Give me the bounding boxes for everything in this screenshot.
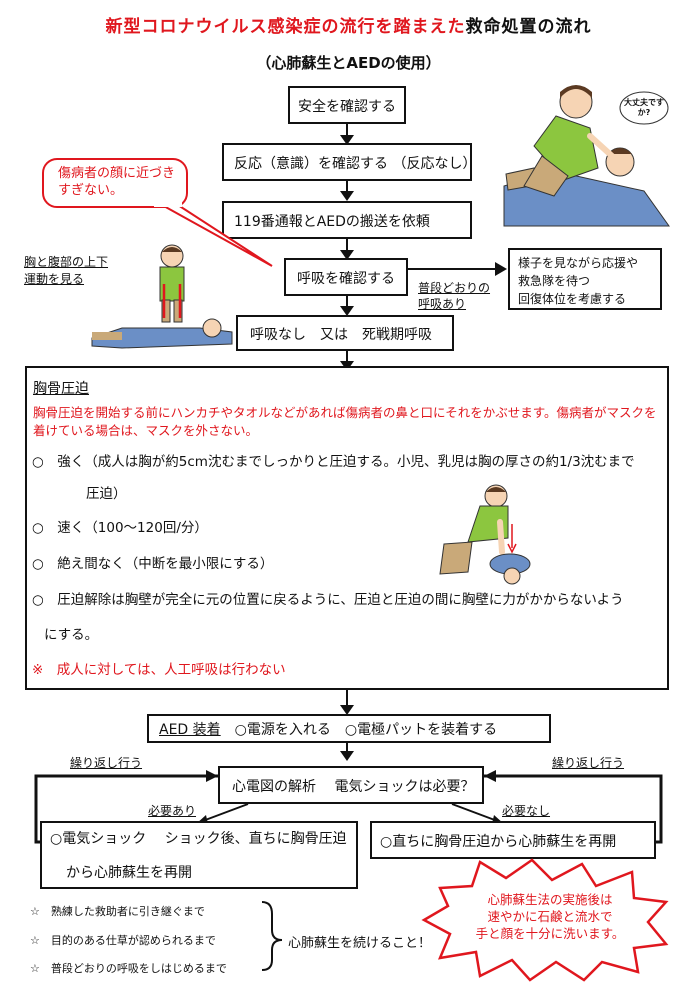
branch-line xyxy=(408,268,500,270)
branch-arrowhead xyxy=(495,262,507,276)
chest-item-4: ○ 圧迫解除は胸壁が完全に元の位置に戻るように、圧迫と圧迫の間に胸壁に力がかから… xyxy=(32,592,624,608)
condition-2: ☆ 目的のある仕草が認められるまで xyxy=(30,934,216,947)
normal-breathing-line-2: 救急隊を待つ xyxy=(518,274,591,288)
connector-7 xyxy=(346,741,348,753)
call-text: 119番通報とAEDの搬送を依頼 xyxy=(234,214,430,230)
condition-1: ☆ 熟練した救助者に引き継ぐまで xyxy=(30,905,205,918)
arrow-2 xyxy=(340,191,354,201)
analysis-box: 心電図の解析 電気ショックは必要？ xyxy=(218,766,484,804)
chest-compression-box xyxy=(25,366,669,690)
no-shock-box: ○直ちに胸骨圧迫から心肺蘇生を再開 xyxy=(370,821,656,859)
title-red-part: 新型コロナウイルス感染症の流行を踏まえた xyxy=(105,17,466,37)
response-box: 反応（意識）を確認する （反応なし） xyxy=(222,143,476,181)
response-check-illustration xyxy=(503,85,670,227)
page-title: 新型コロナウイルス感染症の流行を踏まえた救命処置の流れ xyxy=(0,12,697,37)
analysis-text: 心電図の解析 電気ショックは必要？ xyxy=(232,779,475,795)
chest-item-3: ○ 絶え間なく（中断を最小限にする） xyxy=(32,556,274,572)
breathing-text: 呼吸を確認する xyxy=(297,271,395,287)
shock-box: ○電気ショック ショック後、直ちに胸骨圧迫 から心肺蘇生を再開 xyxy=(40,821,358,889)
no-breathing-text: 呼吸なし 又は 死戦期呼吸 xyxy=(250,327,432,343)
connector-4 xyxy=(346,296,348,308)
title-black-part: 救命処置の流れ xyxy=(465,17,592,37)
call-box: 119番通報とAEDの搬送を依頼 xyxy=(222,201,472,239)
starburst-line-1: 心肺蘇生法の実施後は xyxy=(487,892,613,907)
no-breathing-box: 呼吸なし 又は 死戦期呼吸 xyxy=(236,315,454,351)
aed-label: AED 装着 xyxy=(159,722,221,738)
connector-2 xyxy=(346,180,348,193)
arrow-4 xyxy=(340,306,354,316)
starburst-line-3: 手と顔を十分に洗います。 xyxy=(475,925,625,941)
normal-breathing-line-3: 回復体位を考慮する xyxy=(518,292,627,306)
safety-box: 安全を確認する xyxy=(288,86,406,124)
chest-compression-warning: 胸骨圧迫を開始する前にハンカチやタオルなどがあれば傷病者の鼻と口にそれをかぶせま… xyxy=(33,405,657,439)
connector-1 xyxy=(346,123,348,137)
repeat-right-label: 繰り返し行う xyxy=(552,756,625,770)
speech-bubble-text: 大丈夫ですか? xyxy=(624,98,664,117)
normal-breathing-box: 様子を見ながら応援や 救急隊を待つ 回復体位を考慮する xyxy=(508,248,662,310)
chest-note: ※ 成人に対しては、人工呼吸は行わない xyxy=(32,662,286,678)
compression-illustration xyxy=(439,484,531,585)
page-subtitle: （心肺蘇生とAEDの使用） xyxy=(256,54,441,72)
arrow-7 xyxy=(340,751,354,761)
normal-breathing-line-1: 様子を見ながら応援や xyxy=(518,256,639,270)
shock-line-1: ○電気ショック ショック後、直ちに胸骨圧迫 xyxy=(50,831,347,847)
safety-text: 安全を確認する xyxy=(298,99,396,115)
face-warning-callout-shape xyxy=(42,158,273,267)
connector-3 xyxy=(346,238,348,252)
shock-not-needed-label: 必要なし xyxy=(502,804,551,818)
connector-6 xyxy=(346,689,348,707)
face-warning-text: 傷病者の顔に近づきすぎない。 xyxy=(58,166,176,198)
chest-item-1: ○ 強く（成人は胸が約5cm沈むまでしっかりと圧迫する。小児、乳児は胸の厚さの約… xyxy=(32,454,635,470)
repeat-left-label: 繰り返し行う xyxy=(70,756,143,770)
wash-hands-starburst xyxy=(421,858,669,982)
normal-breathing-label: 普段どおりの呼吸あり xyxy=(418,281,491,312)
aed-text: ○電源を入れる ○電極パットを装着する xyxy=(234,722,498,738)
arrow-1 xyxy=(340,135,354,145)
arrow-3 xyxy=(340,250,354,260)
chest-item-1-cont: 圧迫） xyxy=(86,486,127,502)
chest-observe-label: 胸と腹部の上下運動を見る xyxy=(24,255,109,286)
chest-item-4-cont: にする。 xyxy=(44,627,99,643)
starburst-text: 心肺蘇生法の実施後は 速やかに石鹸と流水で 手と顔を十分に洗います。 xyxy=(470,892,630,943)
breathing-box: 呼吸を確認する xyxy=(284,258,408,296)
chest-compression-heading: 胸骨圧迫 xyxy=(33,381,89,397)
arrow-6 xyxy=(340,705,354,715)
shock-needed-label: 必要あり xyxy=(148,804,197,818)
chest-item-2: ○ 速く（100～120回/分） xyxy=(32,520,208,536)
continue-text: 心肺蘇生を続けること！ xyxy=(288,936,432,951)
condition-3: ☆ 普段どおりの呼吸をしはじめるまで xyxy=(30,962,227,975)
breathing-observe-illustration xyxy=(91,244,233,349)
aed-box: AED 装着 ○電源を入れる ○電極パットを装着する xyxy=(147,714,551,743)
no-shock-text: ○直ちに胸骨圧迫から心肺蘇生を再開 xyxy=(380,834,617,850)
shock-line-2: から心肺蘇生を再開 xyxy=(66,865,192,881)
response-text: 反応（意識）を確認する （反応なし） xyxy=(234,156,477,172)
starburst-line-2: 速やかに石鹸と流水で xyxy=(487,908,613,924)
connector-5 xyxy=(346,350,348,364)
